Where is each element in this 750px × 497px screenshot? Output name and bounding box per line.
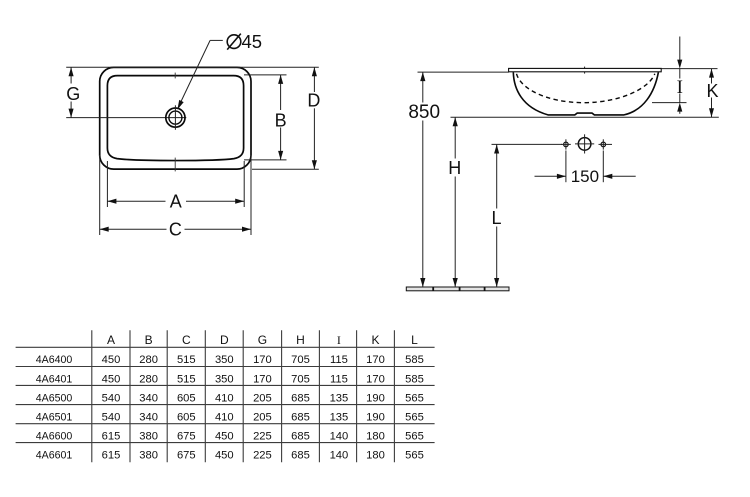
svg-text:675: 675 [177, 450, 196, 462]
svg-text:565: 565 [405, 430, 424, 442]
svg-text:C: C [182, 333, 191, 347]
svg-text:4A6600: 4A6600 [36, 430, 73, 442]
svg-text:135: 135 [330, 392, 349, 404]
svg-text:4A6400: 4A6400 [36, 354, 73, 366]
svg-text:410: 410 [215, 411, 234, 423]
svg-text:140: 140 [330, 430, 349, 442]
svg-text:280: 280 [139, 373, 158, 385]
svg-text:B: B [275, 110, 287, 130]
svg-text:540: 540 [102, 411, 121, 423]
svg-text:115: 115 [330, 373, 348, 385]
svg-text:605: 605 [177, 392, 196, 404]
svg-text:380: 380 [139, 430, 158, 442]
svg-text:K: K [371, 333, 379, 347]
svg-text:A: A [170, 192, 182, 212]
svg-text:L: L [491, 208, 501, 228]
svg-text:585: 585 [405, 354, 424, 366]
svg-text:685: 685 [291, 411, 310, 423]
svg-text:170: 170 [366, 373, 385, 385]
svg-text:G: G [66, 84, 80, 104]
svg-text:180: 180 [366, 450, 385, 462]
svg-text:615: 615 [102, 430, 121, 442]
svg-text:170: 170 [253, 354, 272, 366]
svg-text:45: 45 [242, 31, 263, 52]
svg-text:115: 115 [330, 354, 348, 366]
svg-text:D: D [220, 333, 229, 347]
svg-text:I: I [337, 333, 341, 347]
svg-text:615: 615 [102, 450, 121, 462]
svg-text:K: K [706, 81, 718, 101]
svg-text:150: 150 [571, 167, 599, 186]
svg-text:170: 170 [366, 354, 385, 366]
svg-text:A: A [107, 333, 115, 347]
svg-text:L: L [411, 333, 418, 347]
svg-text:585: 585 [405, 373, 424, 385]
svg-text:H: H [448, 158, 461, 178]
svg-text:380: 380 [139, 450, 158, 462]
svg-text:705: 705 [291, 354, 310, 366]
svg-text:450: 450 [102, 373, 121, 385]
svg-text:225: 225 [253, 430, 272, 442]
svg-text:450: 450 [102, 354, 121, 366]
svg-text:410: 410 [215, 392, 234, 404]
svg-text:280: 280 [139, 354, 158, 366]
svg-text:675: 675 [177, 430, 196, 442]
svg-text:450: 450 [215, 430, 234, 442]
svg-text:H: H [296, 333, 305, 347]
svg-text:205: 205 [253, 392, 272, 404]
svg-text:140: 140 [330, 450, 349, 462]
svg-text:565: 565 [405, 450, 424, 462]
svg-text:540: 540 [102, 392, 121, 404]
svg-text:4A6501: 4A6501 [36, 411, 73, 423]
svg-text:605: 605 [177, 411, 196, 423]
svg-text:190: 190 [366, 392, 385, 404]
svg-text:225: 225 [253, 450, 272, 462]
svg-text:340: 340 [139, 392, 158, 404]
svg-text:B: B [145, 333, 153, 347]
svg-text:705: 705 [291, 373, 310, 385]
svg-text:565: 565 [405, 392, 424, 404]
svg-text:C: C [169, 220, 182, 240]
svg-text:565: 565 [405, 411, 424, 423]
svg-text:205: 205 [253, 411, 272, 423]
svg-text:685: 685 [291, 450, 310, 462]
svg-text:340: 340 [139, 411, 158, 423]
svg-text:170: 170 [253, 373, 272, 385]
svg-text:450: 450 [215, 450, 234, 462]
svg-text:180: 180 [366, 430, 385, 442]
svg-text:685: 685 [291, 430, 310, 442]
svg-text:850: 850 [408, 102, 440, 123]
svg-text:I: I [677, 77, 683, 98]
svg-text:515: 515 [177, 373, 196, 385]
svg-text:135: 135 [330, 411, 349, 423]
svg-text:350: 350 [215, 354, 234, 366]
svg-text:4A6401: 4A6401 [36, 373, 73, 385]
svg-text:190: 190 [366, 411, 385, 423]
svg-text:D: D [307, 91, 320, 111]
svg-text:515: 515 [177, 354, 196, 366]
svg-text:350: 350 [215, 373, 234, 385]
svg-text:4A6500: 4A6500 [36, 392, 73, 404]
svg-text:685: 685 [291, 392, 310, 404]
svg-text:G: G [258, 333, 267, 347]
svg-text:4A6601: 4A6601 [36, 450, 73, 462]
